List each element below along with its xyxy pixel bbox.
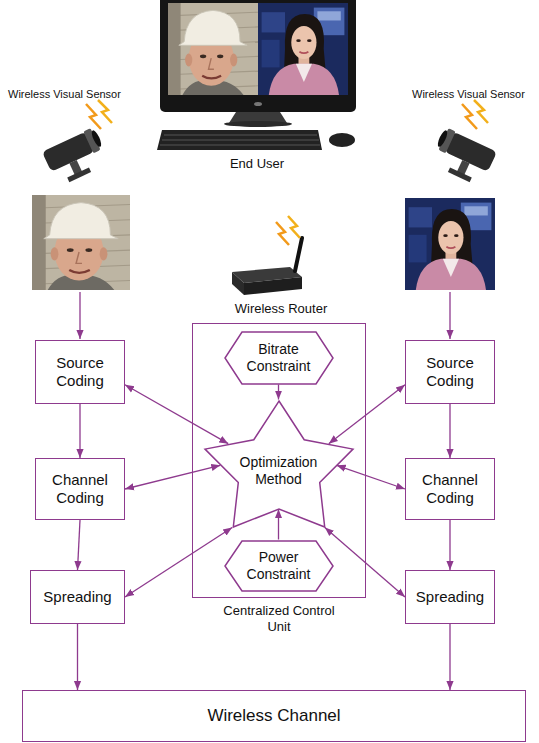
constraint-hexagon: Bitrate Constraint xyxy=(224,331,334,385)
video-frame xyxy=(32,195,130,290)
connector xyxy=(278,509,279,539)
monitor xyxy=(160,0,356,127)
node-label: Bitrate Constraint xyxy=(239,341,319,375)
node-label: Centralized Control Unit xyxy=(223,603,335,634)
node-label: Spreading xyxy=(43,588,111,606)
connector xyxy=(79,404,80,458)
sensor-label: Wireless Visual Sensor xyxy=(412,88,537,101)
mouse xyxy=(329,133,355,147)
connector xyxy=(77,624,78,690)
node-label: Power Constraint xyxy=(239,549,319,583)
control-unit-box: Centralized Control UnitBitrate Constrai… xyxy=(192,323,366,598)
connector xyxy=(125,528,232,598)
process-box: Source Coding xyxy=(405,340,495,404)
keyboard xyxy=(160,135,320,145)
connector xyxy=(78,520,81,570)
video-frame xyxy=(32,195,130,290)
connector xyxy=(325,528,405,598)
process-box: Channel Coding xyxy=(405,458,495,520)
keyboard xyxy=(164,135,317,136)
hexagon-shape xyxy=(225,332,333,384)
camera-icon xyxy=(436,129,449,148)
camera-icon xyxy=(90,129,103,148)
hexagon-shape xyxy=(225,541,333,591)
node-label: Source Coding xyxy=(41,354,119,390)
process-box: Spreading xyxy=(405,570,495,624)
channel-box: Wireless Channel xyxy=(22,690,526,742)
camera-icon xyxy=(474,100,488,123)
node-label: Source Coding xyxy=(411,354,489,390)
connector xyxy=(125,465,220,489)
video-frame xyxy=(405,198,495,290)
video-input-arrow xyxy=(79,292,80,339)
keyboard xyxy=(162,140,319,141)
monitor xyxy=(160,0,356,112)
monitor xyxy=(258,3,348,95)
connector xyxy=(278,385,279,400)
sensor-label: Wireless Visual Sensor xyxy=(8,88,133,101)
user-label: End User xyxy=(207,156,307,172)
node-label: Channel Coding xyxy=(411,471,489,507)
monitor xyxy=(168,3,258,95)
optimization-star: Optimization Method xyxy=(204,400,354,528)
video-frame xyxy=(405,198,495,290)
connector xyxy=(125,385,228,444)
camera-icon xyxy=(42,100,112,187)
camera-icon xyxy=(428,126,497,187)
camera-icon xyxy=(98,100,112,123)
camera-icon xyxy=(42,126,111,187)
connector xyxy=(449,624,450,690)
mouse xyxy=(329,133,355,147)
monitor xyxy=(224,121,292,127)
router-icon xyxy=(232,216,302,295)
keyboard xyxy=(160,145,320,146)
process-box: Spreading xyxy=(30,570,125,624)
node-label: Channel Coding xyxy=(41,471,119,507)
node-label: Wireless Channel xyxy=(207,706,340,726)
keyboard xyxy=(157,130,322,150)
process-box: Channel Coding xyxy=(35,458,125,520)
router-icon xyxy=(295,238,302,271)
connector xyxy=(449,404,450,458)
keyboard xyxy=(157,130,322,150)
router-label: Wireless Router xyxy=(221,301,341,317)
node-label: Spreading xyxy=(416,588,484,606)
constraint-hexagon: Power Constraint xyxy=(224,540,334,592)
camera-icon xyxy=(428,100,497,187)
video-input-arrow xyxy=(449,292,450,339)
router-icon xyxy=(232,272,244,295)
connector xyxy=(449,520,450,570)
process-box: Source Coding xyxy=(35,340,125,404)
connector xyxy=(329,385,405,444)
camera-icon xyxy=(462,104,477,129)
camera-icon xyxy=(67,167,91,182)
router-icon xyxy=(288,216,300,238)
node-label: Optimization Method xyxy=(231,454,327,488)
camera-icon xyxy=(448,167,472,182)
star-shape xyxy=(205,401,353,527)
monitor xyxy=(254,102,262,106)
connector xyxy=(337,465,405,489)
router-icon xyxy=(276,222,289,245)
router-icon xyxy=(244,277,302,295)
camera-icon xyxy=(86,104,101,129)
